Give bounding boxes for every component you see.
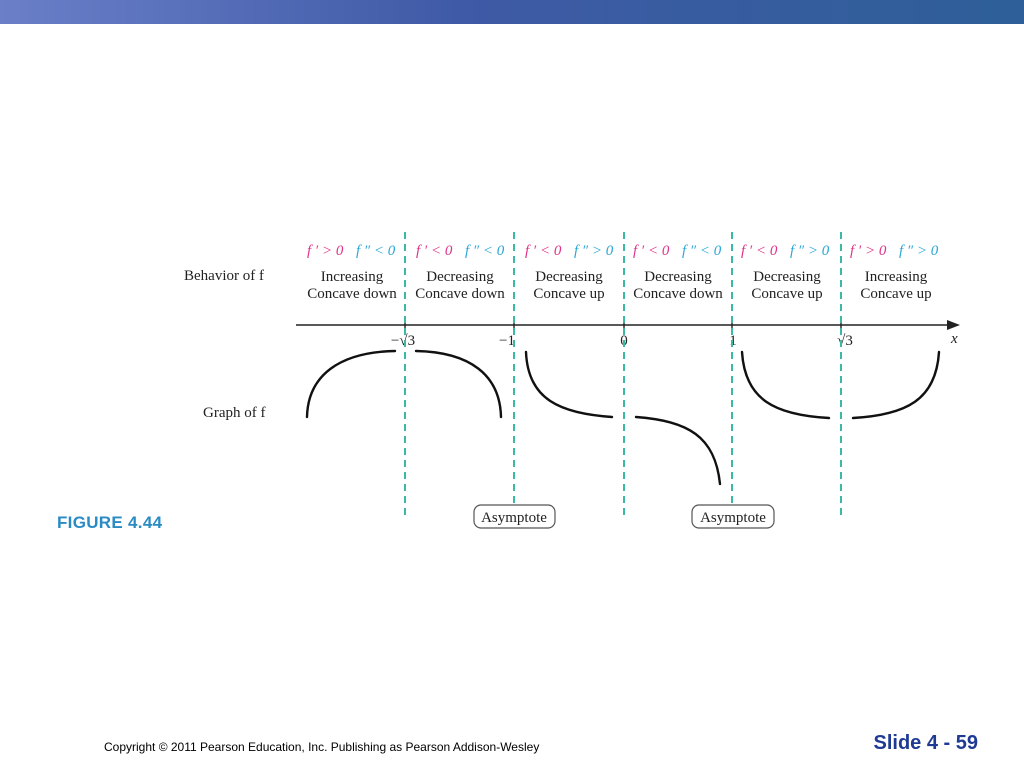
curve-decreasing-concave-down-right [634,415,722,486]
f-double-prime-condition: f ″ > 0 [790,243,830,259]
monotonic-label: Decreasing [535,269,603,285]
concavity-label: Concave down [415,286,505,302]
interval-3: f ′ < 0 f ″ < 0 Decreasing Concave down [633,243,723,302]
f-prime-condition: f ′ > 0 [307,243,344,259]
interval-dividers [404,232,842,518]
monotonic-label: Decreasing [753,269,821,285]
curve-decreasing-concave-up [740,350,831,420]
interval-5: f ′ > 0 f ″ > 0 Increasing Concave up [850,243,939,302]
concavity-label: Concave up [533,286,604,302]
title-bar [0,0,1024,24]
monotonic-label: Decreasing [644,269,712,285]
monotonic-label: Increasing [865,269,928,285]
curve-increasing-concave-up [851,350,941,420]
concavity-label: Concave down [307,286,397,302]
asymptote-label-box [691,504,775,529]
f-double-prime-condition: f ″ < 0 [682,243,722,259]
asymptote-label: Asymptote [481,510,547,526]
concavity-label: Concave up [860,286,931,302]
curve-decreasing-concave-up-left [524,350,614,419]
monotonic-label: Increasing [321,269,384,285]
slide-number: Slide 4 - 59 [873,732,979,754]
f-prime-condition: f ′ < 0 [416,243,453,259]
monotonic-label: Decreasing [426,269,494,285]
concavity-label: Concave up [751,286,822,302]
f-prime-condition: f ′ < 0 [741,243,778,259]
interval-0: f ′ > 0 f ″ < 0 Increasing Concave down [307,243,397,302]
interval-2: f ′ < 0 f ″ > 0 Decreasing Concave up [525,243,614,302]
tick-label-sqrt3: √3 [837,333,853,349]
figure-label: FIGURE 4.44 [57,513,163,532]
f-double-prime-condition: f ″ > 0 [899,243,939,259]
asymptote-label: Asymptote [700,510,766,526]
f-double-prime-condition: f ″ < 0 [465,243,505,259]
behavior-row-label: Behavior of f [184,268,264,284]
x-axis-arrowhead [947,320,960,330]
curve-decreasing-concave-down [414,349,503,419]
graph-of-f [305,349,941,486]
tick-label-neg-sqrt3: −√3 [391,333,415,349]
f-prime-condition: f ′ > 0 [850,243,887,259]
concavity-label: Concave down [633,286,723,302]
f-prime-condition: f ′ < 0 [633,243,670,259]
interval-4: f ′ < 0 f ″ > 0 Decreasing Concave up [741,243,830,302]
x-axis-variable: x [950,331,958,347]
f-double-prime-condition: f ″ > 0 [574,243,614,259]
graph-row-label: Graph of f [203,405,265,421]
asymptote-label-box [473,504,556,529]
copyright-notice: Copyright © 2011 Pearson Education, Inc.… [104,740,540,754]
tick-label-neg-1: −1 [499,333,515,349]
curve-increasing-concave-down [305,349,397,419]
f-double-prime-condition: f ″ < 0 [356,243,396,259]
interval-1: f ′ < 0 f ″ < 0 Decreasing Concave down [415,243,505,302]
f-prime-condition: f ′ < 0 [525,243,562,259]
